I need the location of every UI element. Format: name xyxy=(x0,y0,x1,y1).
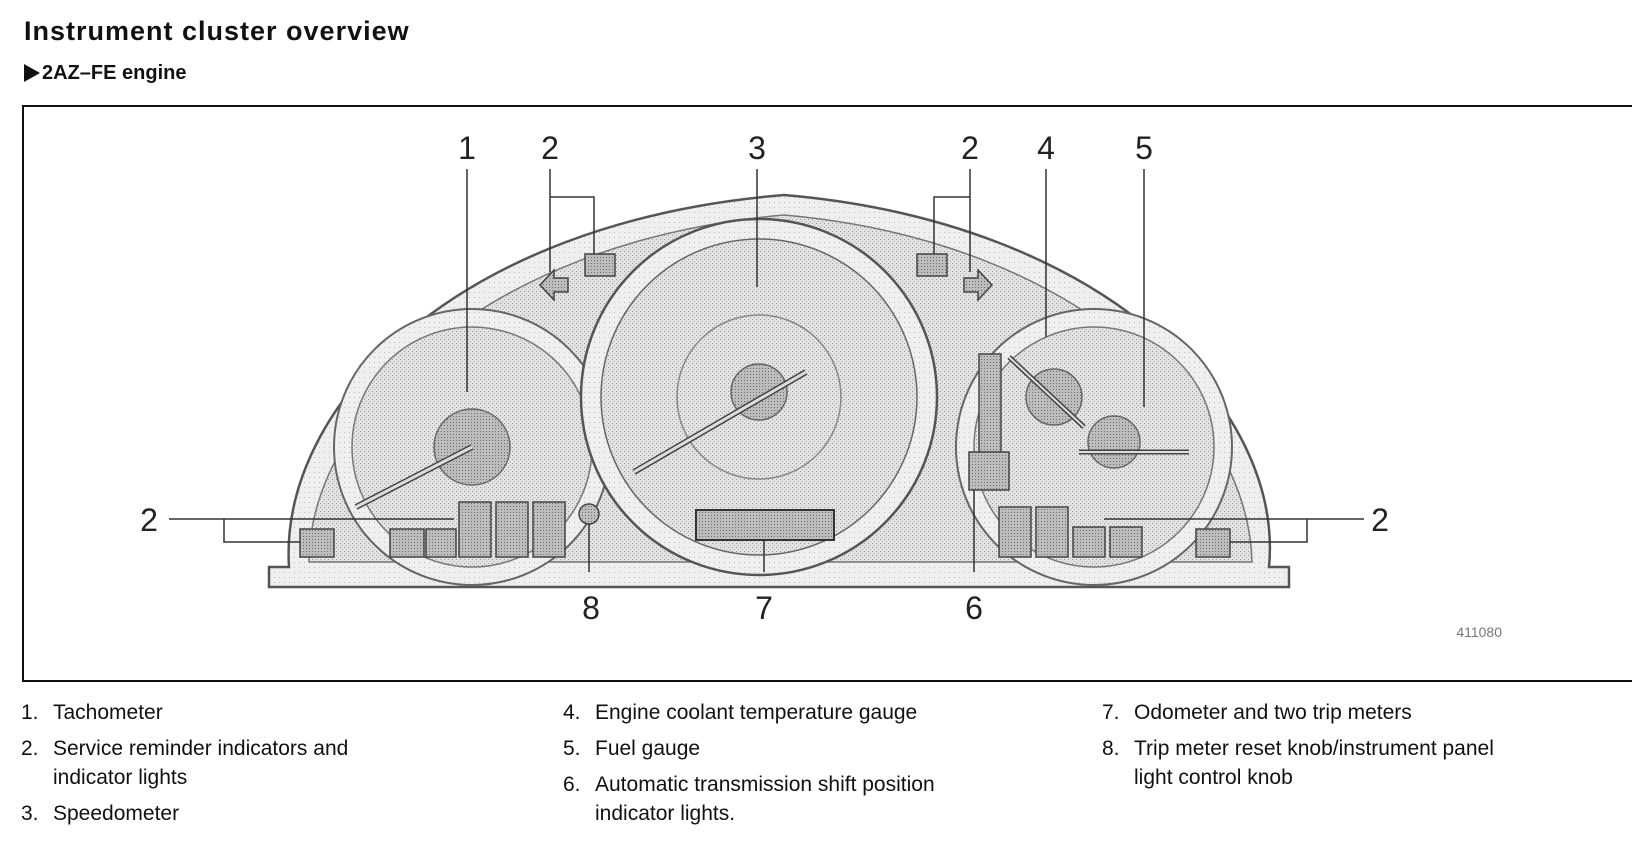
figure-code: 411080 xyxy=(1456,624,1502,640)
indicator-lamp xyxy=(916,253,948,277)
legend-text: Fuel gauge xyxy=(595,737,701,760)
callout-2-right-top: 2 xyxy=(961,130,979,166)
legend-number: 3. xyxy=(21,802,39,825)
callout-6: 6 xyxy=(965,590,983,626)
callout-1: 1 xyxy=(458,130,476,166)
leader-lines xyxy=(169,169,1364,572)
triangle-bullet-icon xyxy=(24,64,40,82)
legend-number: 6. xyxy=(563,773,581,796)
callout-2-left-top: 2 xyxy=(541,130,559,166)
odometer-display xyxy=(695,509,835,541)
shift-position-indicator xyxy=(978,353,1002,455)
legend-text: Tachometer xyxy=(53,701,163,724)
legend-number: 5. xyxy=(563,737,581,760)
legend-number: 1. xyxy=(21,701,39,724)
callout-7: 7 xyxy=(755,590,773,626)
trip-reset-knob xyxy=(578,503,600,525)
callout-4: 4 xyxy=(1037,130,1055,166)
legend-item: 8. Trip meter reset knob/instrument panel… xyxy=(1102,734,1622,792)
tachometer-gauge xyxy=(333,308,611,586)
turn-signal-left-icon xyxy=(538,268,569,302)
legend-number: 4. xyxy=(563,701,581,724)
page-title: Instrument cluster overview xyxy=(24,16,410,46)
cluster-illustration: 1 2 3 2 4 5 2 2 8 7 6 411080 xyxy=(140,130,1502,640)
legend-number: 8. xyxy=(1102,737,1120,760)
callout-8: 8 xyxy=(582,590,600,626)
callout-2-left-bottom: 2 xyxy=(140,502,158,538)
engine-label: 2AZ–FE engine xyxy=(42,62,187,84)
instrument-cluster-figure: 1 2 3 2 4 5 2 2 8 7 6 411080 xyxy=(22,105,1632,682)
legend-item: 7. Odometer and two trip meters xyxy=(1102,698,1622,727)
legend-item: 2. Service reminder indicators and indica… xyxy=(21,734,491,792)
legend-text: Odometer and two trip meters xyxy=(1134,701,1412,724)
legend-item: 3. Speedometer xyxy=(21,799,491,828)
legend-number: 2. xyxy=(21,737,39,760)
legend-column-2: 4. Engine coolant temperature gauge 5. Fue… xyxy=(563,698,1033,835)
legend-text: Automatic transmission shift position in… xyxy=(595,773,935,825)
legend-text: Trip meter reset knob/instrument panel l… xyxy=(1134,737,1494,789)
legend-item: 4. Engine coolant temperature gauge xyxy=(563,698,1033,727)
legend-item: 6. Automatic transmission shift position … xyxy=(563,770,1033,828)
speedometer-gauge xyxy=(579,217,939,577)
legend-text: Engine coolant temperature gauge xyxy=(595,701,918,724)
legend-text: Service reminder indicators and indicato… xyxy=(53,737,349,789)
legend-item: 5. Fuel gauge xyxy=(563,734,1033,763)
callout-3: 3 xyxy=(748,130,766,166)
turn-signal-right-icon xyxy=(963,268,994,302)
bottom-indicator-lights xyxy=(299,501,1231,558)
legend-item: 1. Tachometer xyxy=(21,698,491,727)
legend-number: 7. xyxy=(1102,701,1120,724)
temp-fuel-gauge xyxy=(955,308,1233,586)
legend-column-1: 1. Tachometer 2. Service reminder indicato… xyxy=(21,698,491,835)
indicator-lamp xyxy=(584,253,616,277)
legend-column-3: 7. Odometer and two trip meters 8. Trip me… xyxy=(1102,698,1622,799)
callout-5: 5 xyxy=(1135,130,1153,166)
callout-2-right-bottom: 2 xyxy=(1371,502,1389,538)
engine-subtitle: 2AZ–FE engine xyxy=(24,62,186,85)
legend-text: Speedometer xyxy=(53,802,180,825)
